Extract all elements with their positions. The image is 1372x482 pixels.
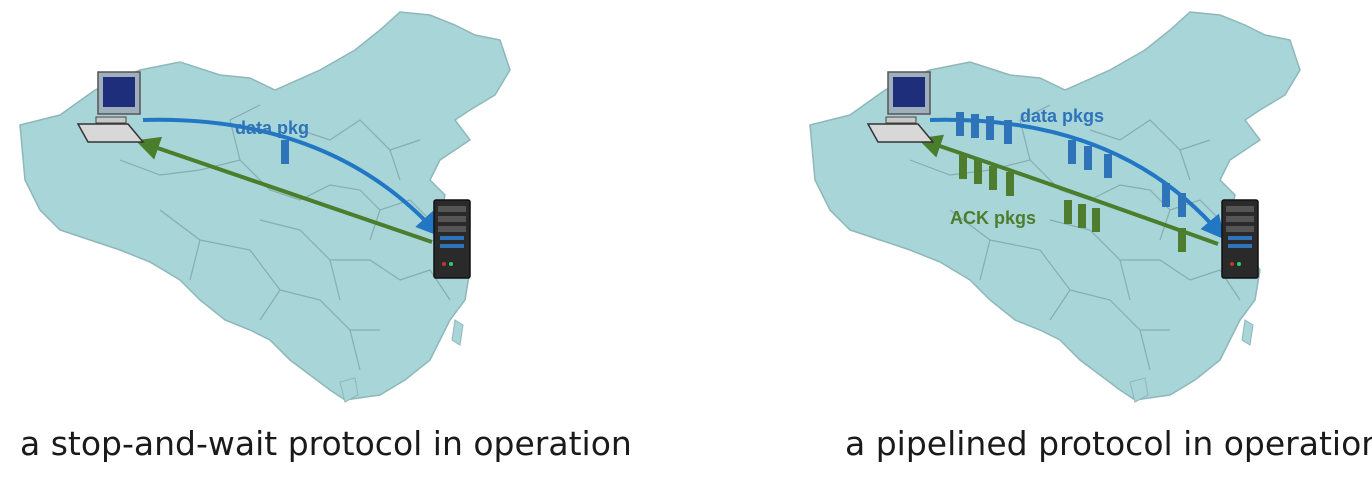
stop-and-wait-panel: data pkg a stop-and-wait protocol in ope…	[19, 11, 632, 463]
data-packet	[956, 112, 964, 136]
server-tower-icon	[433, 199, 471, 279]
data-packet	[1084, 146, 1092, 170]
ack-packet	[1006, 172, 1014, 196]
pipelined-caption: a pipelined protocol in operation	[845, 424, 1372, 463]
ack-packet	[989, 166, 997, 190]
data-packet	[971, 114, 979, 138]
ack-packet	[1092, 208, 1100, 232]
data-packet	[1068, 140, 1076, 164]
ack-packet	[1064, 200, 1072, 224]
ack-packet	[959, 155, 967, 179]
ack-packet	[1178, 228, 1186, 252]
stop-and-wait-caption: a stop-and-wait protocol in operation	[20, 424, 632, 463]
data-packets	[281, 140, 289, 164]
data-packet	[1004, 120, 1012, 144]
data-packet	[1178, 193, 1186, 217]
stop-and-wait-diagram: data pkg	[19, 11, 511, 403]
data-packet	[986, 116, 994, 140]
server-tower-icon	[1221, 199, 1259, 279]
ack-pkgs-label: ACK pkgs	[950, 208, 1036, 228]
pipelined-panel: data pkgs ACK pkgs a pipelined protocol …	[790, 0, 1372, 482]
ack-packets	[959, 155, 1186, 252]
desktop-computer-icon	[866, 71, 935, 143]
desktop-computer-icon	[76, 71, 145, 143]
ack-packet	[1078, 204, 1086, 228]
data-packet	[281, 140, 289, 164]
data-packet	[1104, 154, 1112, 178]
pipelined-diagram: data pkgs ACK pkgs	[809, 11, 1301, 403]
data-pkg-label: data pkg	[235, 118, 309, 138]
data-packets	[956, 112, 1186, 217]
ack-packet	[974, 160, 982, 184]
data-packet	[1162, 183, 1170, 207]
data-pkgs-label: data pkgs	[1020, 106, 1104, 126]
